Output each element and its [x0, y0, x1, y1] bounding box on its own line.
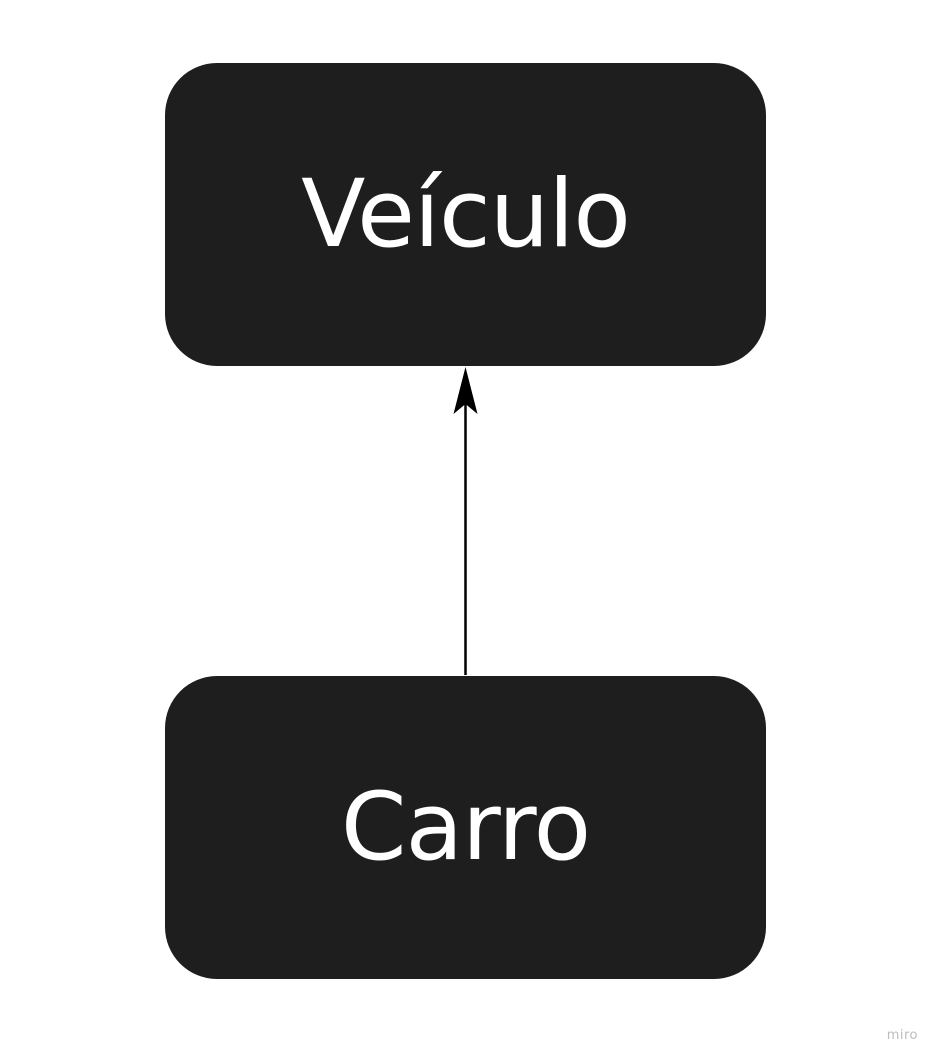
node-veiculo-label: Veículo — [301, 159, 631, 269]
node-carro[interactable]: Carro — [165, 676, 766, 979]
node-carro-label: Carro — [340, 772, 591, 882]
node-veiculo[interactable]: Veículo — [165, 63, 766, 366]
miro-watermark: miro — [886, 1028, 918, 1043]
arrowhead-icon — [453, 367, 478, 414]
